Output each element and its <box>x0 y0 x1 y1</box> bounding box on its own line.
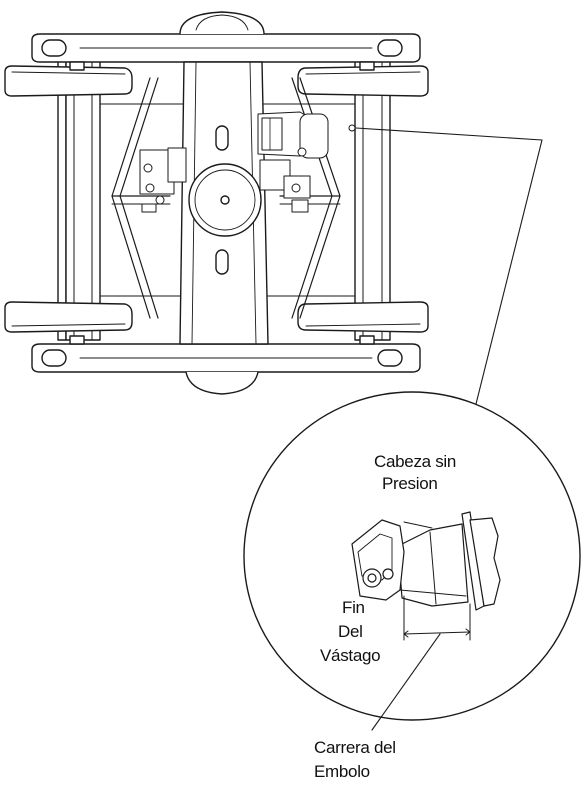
cylinder-detail <box>351 511 501 641</box>
label-carrera-line1: Carrera del <box>314 738 396 757</box>
label-carrera-line2: Embolo <box>314 762 370 781</box>
label-fin-line3: Vástago <box>320 646 381 665</box>
label-fin-line1: Fin <box>342 598 365 617</box>
end-beam-top <box>31 11 421 71</box>
brake-levers-right <box>259 159 311 213</box>
end-beam-bottom <box>31 335 421 395</box>
callout-leader <box>355 127 543 421</box>
bolster <box>179 61 269 345</box>
wheel-top-left <box>4 65 133 97</box>
side-frame-right <box>354 59 391 341</box>
carrera-leader <box>371 633 441 731</box>
detail-magnifier <box>243 391 581 731</box>
brake-levers-left <box>139 147 187 213</box>
label-cabeza-line1: Cabeza sin <box>374 452 457 471</box>
wheel-bottom-left <box>4 301 133 333</box>
label-cabeza-line2: Presion <box>382 474 438 493</box>
brake-rigging <box>111 77 341 319</box>
label-fin-line2: Del <box>338 622 363 641</box>
brake-cylinder-top-right <box>257 111 356 159</box>
side-frame-left <box>57 59 101 341</box>
wheel-top-right <box>297 65 429 97</box>
wheel-bottom-right <box>297 301 429 333</box>
truck-assembly <box>4 11 429 395</box>
